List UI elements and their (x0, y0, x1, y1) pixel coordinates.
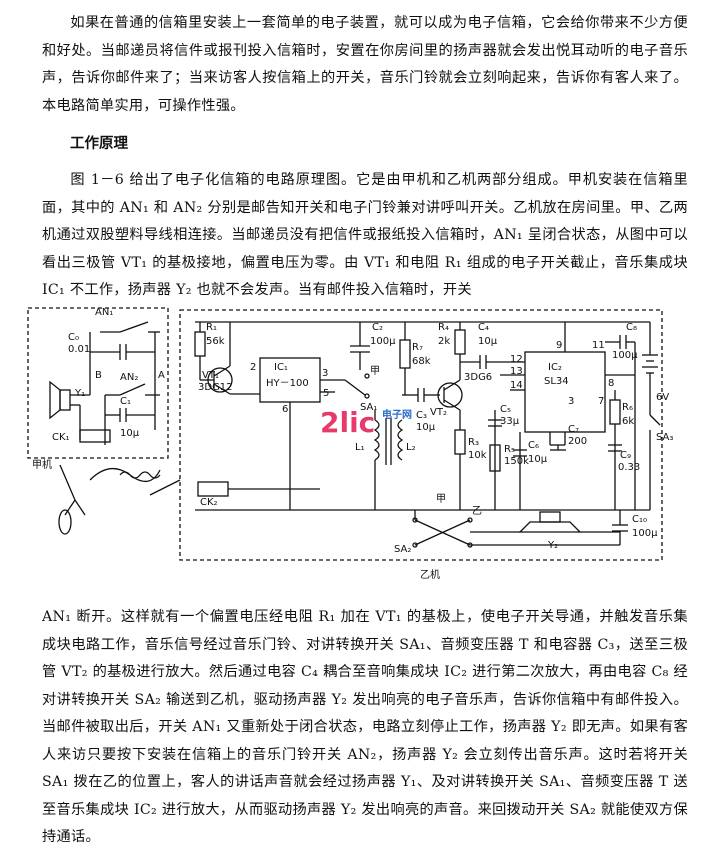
label-c6: C₆ (528, 440, 539, 451)
label-l1: L₁ (355, 442, 365, 453)
label-b: B (95, 370, 102, 381)
label-c9: C₉ (620, 450, 631, 461)
label-c4-val: 10μ (478, 336, 498, 347)
label-c5: C₅ (500, 404, 511, 415)
label-r5: R₅ (504, 444, 515, 455)
ic2-box (524, 351, 606, 433)
label-y2: Y₂ (547, 540, 558, 551)
continuation-paragraph: AN₁ 断开。这样就有一个偏置电压经电阻 R₁ 加在 VT₁ 的基极上，使电子开… (42, 609, 688, 845)
label-sa2-yi: 乙 (472, 505, 482, 517)
unit-a-box (27, 307, 169, 459)
label-ck2: CK₂ (200, 497, 218, 508)
label-ic2: IC₂ (548, 362, 562, 373)
label-c9-val: 0.33 (618, 462, 640, 473)
label-ic2-type: SL34 (544, 376, 569, 387)
label-vt2: VT₂ (430, 407, 447, 418)
label-sa2: SA₂ (394, 544, 411, 555)
label-c8: C₈ (626, 322, 637, 333)
label-r1-val: 56k (206, 336, 225, 347)
label-l2: L₂ (406, 442, 416, 453)
label-y1: Y₁ (74, 388, 85, 399)
label-an1: AN₁ (95, 307, 113, 318)
pin-12: 12 (510, 354, 523, 365)
label-an2: AN₂ (120, 372, 138, 383)
pin-3-ic2: 3 (568, 396, 574, 407)
label-vt1: VT₁ (202, 370, 219, 381)
label-r7-val: 68k (412, 356, 431, 367)
label-vt2-type: 3DG6 (464, 372, 492, 383)
label-sa2-jia: 甲 (436, 494, 446, 505)
label-c0-val: 0.01 (68, 344, 90, 355)
label-sa1: SA₁ (360, 402, 377, 413)
section-heading: 工作原理 (70, 136, 128, 152)
label-unit-a: 甲机 (32, 458, 52, 471)
label-ic1-type: HY－100 (266, 378, 309, 389)
unit-b-box (179, 309, 663, 561)
label-a: A (158, 370, 165, 381)
label-c10: C₁₀ (632, 514, 647, 525)
label-r6-val: 6k (622, 416, 634, 427)
label-c1-val: 10μ (120, 428, 140, 439)
pin-13: 13 (510, 366, 523, 377)
label-r3-val: 10k (468, 450, 487, 461)
watermark-logo: 2lic (320, 406, 375, 439)
label-c2-val: 100μ (370, 336, 396, 347)
pin-14: 14 (510, 380, 523, 391)
label-c8-val: 100μ (612, 350, 638, 361)
label-c10-val: 100μ (632, 528, 658, 539)
pin-7: 7 (598, 396, 604, 407)
label-c3: C₃ (416, 410, 427, 421)
pin-6: 6 (282, 404, 288, 415)
label-vt1-type: 3DG12 (198, 382, 233, 393)
label-unit-b: 乙机 (420, 568, 440, 581)
label-c4: C₄ (478, 322, 489, 333)
label-sa3: SA₃ (656, 432, 673, 443)
pin-8: 8 (608, 378, 614, 389)
intro-paragraph: 如果在普通的信箱里安装上一套简单的电子装置，就可以成为电子信箱，它会给你带来不少… (42, 15, 688, 114)
pin-11: 11 (592, 340, 605, 351)
label-6v: 6V (656, 392, 669, 403)
label-c2: C₂ (372, 322, 383, 333)
label-c7: C₇ (568, 424, 579, 435)
pin-5: 5 (323, 388, 329, 399)
label-c0: C₀ (68, 332, 79, 343)
label-r7: R₇ (412, 342, 423, 353)
label-ic1: IC₁ (274, 362, 288, 373)
pin-3: 3 (322, 368, 328, 379)
label-c6-val: 10μ (528, 454, 548, 465)
label-c5-val: 33μ (500, 416, 520, 427)
principle-paragraph: 图 1－6 给出了电子化信箱的电路原理图。它是由甲机和乙机两部分组成。甲机安装在… (42, 172, 688, 298)
label-r4: R₄ (438, 322, 449, 333)
label-jia: 甲 (370, 366, 380, 377)
label-c1: C₁ (120, 396, 131, 407)
watermark-sub: 电子网 (382, 408, 412, 421)
label-c7-val: 200 (568, 436, 587, 447)
label-r1: R₁ (206, 322, 217, 333)
label-r5-val: 150k (504, 456, 529, 467)
label-r4-val: 2k (438, 336, 450, 347)
pin-2: 2 (250, 362, 256, 373)
pin-9: 9 (556, 340, 562, 351)
label-ck1: CK₁ (52, 432, 70, 443)
label-r6: R₆ (622, 402, 633, 413)
label-r3: R₃ (468, 437, 479, 448)
circuit-diagram: 2lic 电子网 AN₁ C₀ 0.01 B A AN₂ Y₁ C₁ 10μ C… (27, 307, 673, 581)
label-c3-val: 10μ (416, 422, 436, 433)
